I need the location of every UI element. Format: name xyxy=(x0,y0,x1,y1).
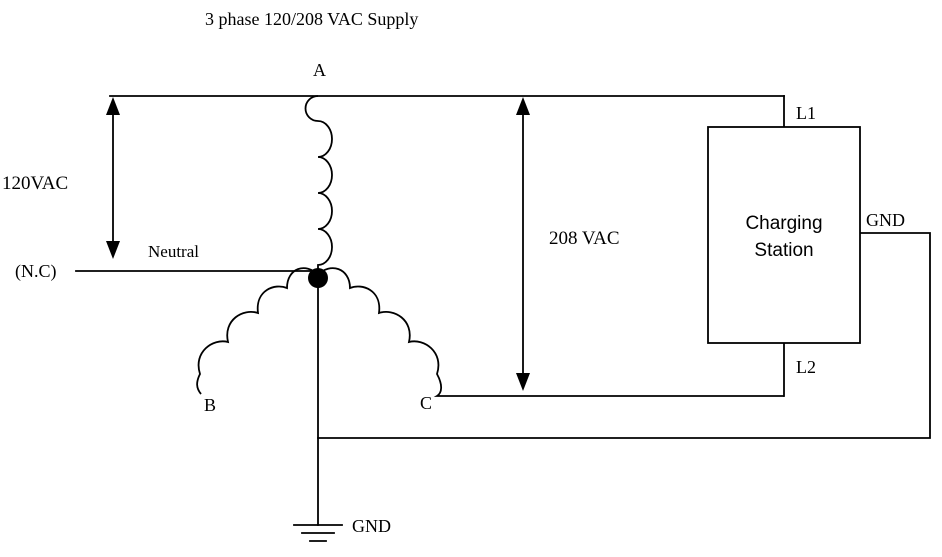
phase-a-label: A xyxy=(313,60,326,80)
terminal-l1-label: L1 xyxy=(796,103,816,123)
charging-station-label-line2: Station xyxy=(754,240,813,261)
terminal-gnd-label: GND xyxy=(866,210,905,230)
phase-c-label: C xyxy=(420,393,432,413)
terminal-l2-label: L2 xyxy=(796,357,816,377)
phase-c-winding xyxy=(317,267,784,397)
ground-label: GND xyxy=(352,516,391,536)
diagram-title: 3 phase 120/208 VAC Supply xyxy=(205,9,418,29)
charging-station-label-line1: Charging xyxy=(745,213,822,234)
neutral-label: Neutral xyxy=(148,242,199,261)
charging-station-box xyxy=(707,126,861,344)
phase-to-phase-arrow xyxy=(516,97,530,391)
station-ground-wire xyxy=(317,232,931,439)
phase-to-neutral-voltage-label: 120VAC xyxy=(2,173,68,194)
ground-icon xyxy=(293,524,343,542)
phase-b-winding xyxy=(196,267,319,395)
phase-to-neutral-arrow xyxy=(106,97,120,259)
phase-to-phase-voltage-label: 208 VAC xyxy=(549,228,620,249)
neutral-connection-note: (N.C) xyxy=(15,261,57,282)
phase-a-winding xyxy=(304,95,333,275)
phase-b-label: B xyxy=(204,395,216,415)
